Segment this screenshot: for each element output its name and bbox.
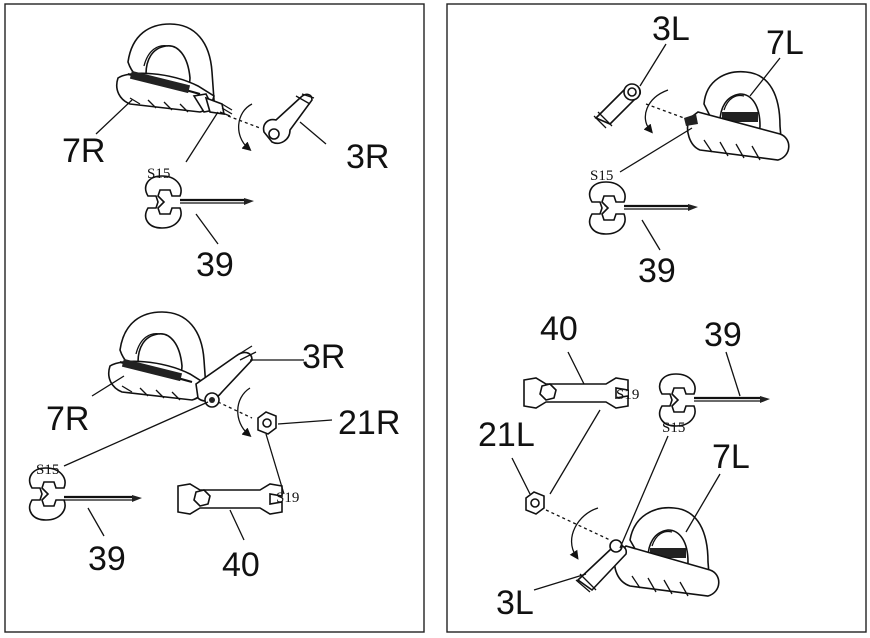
- right-crank-arm-icon: [262, 93, 315, 145]
- crank-3l-label: 3L: [652, 10, 690, 48]
- left-crank-arm-icon: [575, 539, 628, 593]
- left-pedal-icon: [684, 70, 790, 161]
- nut-icon: [257, 411, 277, 435]
- right-pedal-icon: [107, 311, 207, 401]
- nut-icon: [525, 491, 545, 515]
- pedal-7l-label: 7L: [766, 24, 804, 62]
- open-wrench-tool-icon: [523, 377, 629, 409]
- top-right-step: 3L 7L S15 39: [588, 10, 804, 290]
- right-panel-frame: [446, 3, 867, 633]
- thread-s15-label: S15: [662, 420, 685, 436]
- bottom-right-step: 40 39 S19 S15 21L 7L 3L: [478, 310, 770, 622]
- rotation-arrow-icon: [238, 103, 253, 151]
- thread-s15-label: S15: [147, 166, 170, 182]
- nut-21r-label: 21R: [338, 404, 400, 442]
- wrench-s19-label: S19: [276, 490, 299, 506]
- wrench-40-label: 40: [540, 310, 578, 348]
- wrench-s19-label: S19: [616, 387, 639, 403]
- right-pedal-icon: [115, 23, 233, 117]
- rotation-arrow-icon: [237, 387, 252, 437]
- tool-39-label: 39: [638, 252, 676, 290]
- thread-s15-label: S15: [590, 168, 613, 184]
- bottom-left-step: 3R 7R 21R S15 S19 39 40: [28, 311, 400, 584]
- pedal-7r-label: 7R: [62, 132, 105, 170]
- left-crank-arm-icon: [593, 83, 642, 129]
- rotation-arrow-icon: [643, 89, 669, 134]
- tool-39-label: 39: [196, 246, 234, 284]
- pedal-7r-label: 7R: [46, 400, 89, 438]
- crank-3r-label: 3R: [346, 138, 389, 176]
- pedal-7l-label: 7L: [712, 438, 750, 476]
- crank-3r-label: 3R: [302, 338, 345, 376]
- hex-key-tool-icon: [144, 175, 254, 229]
- hex-key-tool-icon: [658, 373, 770, 427]
- crank-3l-label: 3L: [496, 584, 534, 622]
- thread-s15-label: S15: [36, 462, 59, 478]
- left-panel-frame: [4, 3, 425, 633]
- nut-21l-label: 21L: [478, 416, 535, 454]
- right-crank-arm-icon: [195, 345, 257, 408]
- top-left-step: 7R 3R S15 39: [62, 23, 389, 284]
- rotation-arrow-icon: [569, 507, 599, 560]
- tool-39-label: 39: [704, 316, 742, 354]
- tool-39-label: 39: [88, 540, 126, 578]
- left-pedal-icon: [614, 506, 720, 597]
- open-wrench-tool-icon: [177, 483, 283, 515]
- hex-key-tool-icon: [588, 181, 698, 235]
- hex-key-tool-icon: [28, 467, 142, 521]
- wrench-40-label: 40: [222, 546, 260, 584]
